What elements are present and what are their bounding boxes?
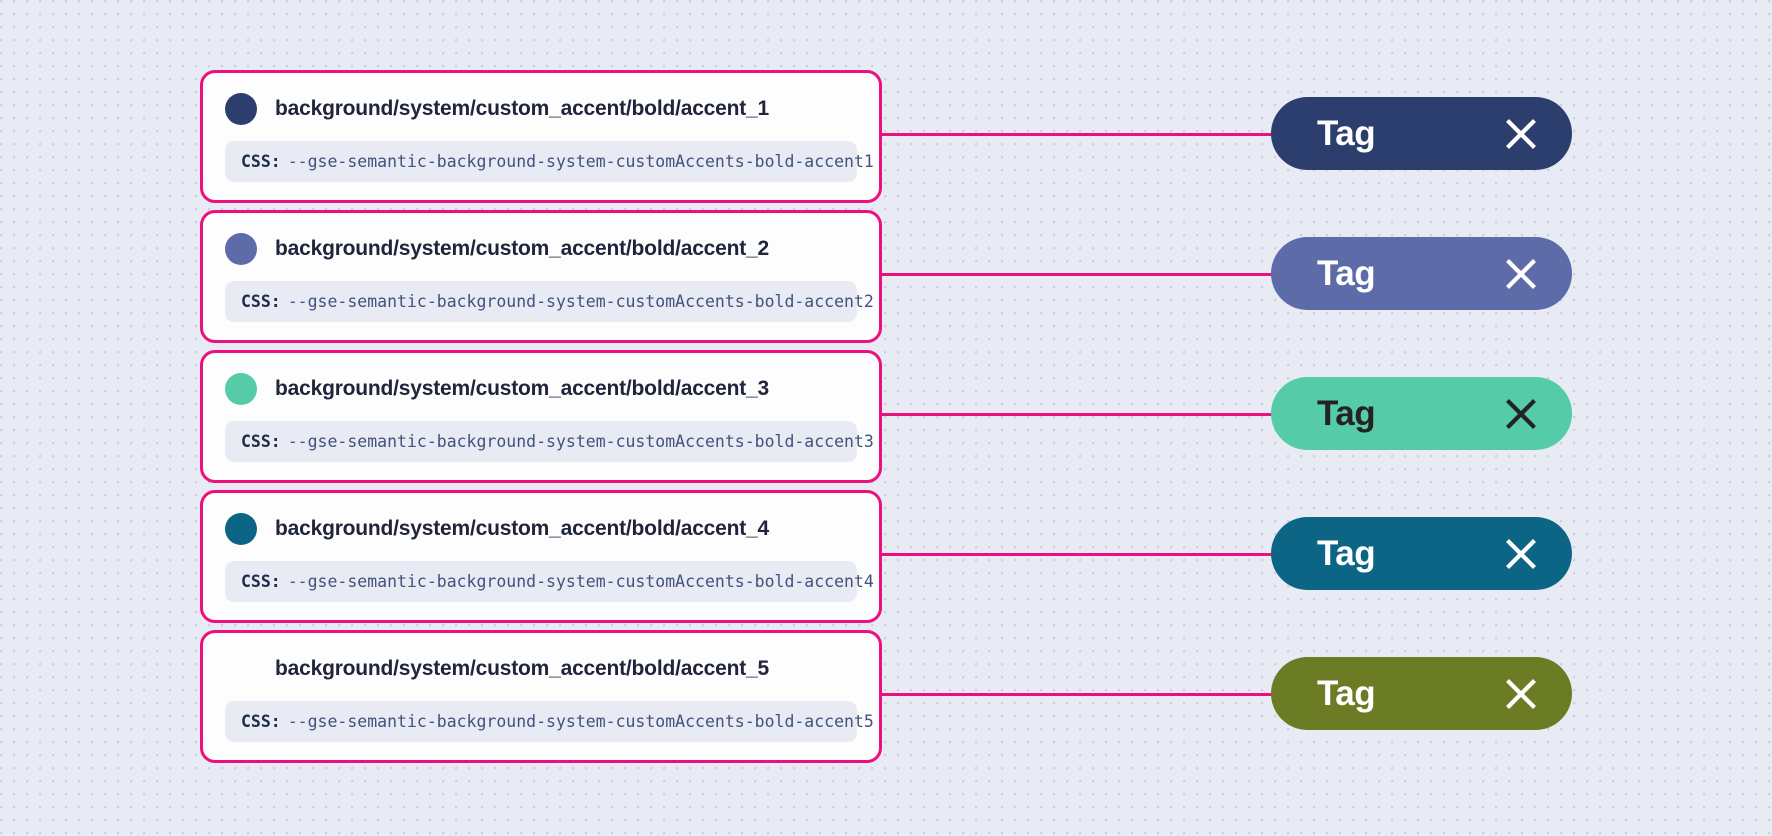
tag-slot: Tag: [1271, 517, 1572, 657]
close-icon[interactable]: [1504, 117, 1538, 151]
token-name: background/system/custom_accent/bold/acc…: [275, 97, 770, 120]
tag-chip[interactable]: Tag: [1271, 517, 1572, 590]
token-card-header: background/system/custom_accent/bold/acc…: [225, 653, 857, 685]
tag-chip[interactable]: Tag: [1271, 237, 1572, 310]
tag-slot: Tag: [1271, 237, 1572, 377]
css-prefix-label: CSS:: [241, 572, 281, 591]
tag-label: Tag: [1317, 394, 1376, 433]
tag-chip[interactable]: Tag: [1271, 657, 1572, 730]
css-variable-box[interactable]: CSS: --gse-semantic-background-system-cus…: [225, 701, 874, 742]
css-variable-box[interactable]: CSS: --gse-semantic-background-system-cus…: [225, 421, 874, 462]
token-name: background/system/custom_accent/bold/acc…: [275, 657, 770, 680]
tag-label: Tag: [1317, 254, 1376, 293]
token-card-list: background/system/custom_accent/bold/acc…: [200, 70, 882, 770]
token-card-header: background/system/custom_accent/bold/acc…: [225, 373, 857, 405]
token-card[interactable]: background/system/custom_accent/bold/acc…: [200, 630, 882, 763]
color-swatch-icon: [225, 233, 257, 265]
close-icon[interactable]: [1504, 677, 1538, 711]
color-swatch-icon: [225, 93, 257, 125]
css-variable-value: --gse-semantic-background-system-customA…: [287, 432, 874, 451]
token-card[interactable]: background/system/custom_accent/bold/acc…: [200, 350, 882, 483]
color-swatch-icon: [225, 653, 257, 685]
close-icon[interactable]: [1504, 397, 1538, 431]
connector-line: [882, 133, 1279, 136]
token-card-header: background/system/custom_accent/bold/acc…: [225, 233, 857, 265]
css-prefix-label: CSS:: [241, 712, 281, 731]
css-variable-box[interactable]: CSS: --gse-semantic-background-system-cus…: [225, 561, 874, 602]
token-name: background/system/custom_accent/bold/acc…: [275, 517, 770, 540]
token-name: background/system/custom_accent/bold/acc…: [275, 377, 770, 400]
token-card[interactable]: background/system/custom_accent/bold/acc…: [200, 70, 882, 203]
css-variable-value: --gse-semantic-background-system-customA…: [287, 152, 874, 171]
connector-line: [882, 273, 1279, 276]
tag-chip[interactable]: Tag: [1271, 97, 1572, 170]
tag-chip[interactable]: Tag: [1271, 377, 1572, 450]
css-variable-value: --gse-semantic-background-system-customA…: [287, 572, 874, 591]
token-card[interactable]: background/system/custom_accent/bold/acc…: [200, 490, 882, 623]
token-card-header: background/system/custom_accent/bold/acc…: [225, 513, 857, 545]
color-swatch-icon: [225, 373, 257, 405]
css-prefix-label: CSS:: [241, 432, 281, 451]
connector-line: [882, 413, 1279, 416]
css-prefix-label: CSS:: [241, 292, 281, 311]
connector-line: [882, 553, 1279, 556]
token-name: background/system/custom_accent/bold/acc…: [275, 237, 770, 260]
token-card-header: background/system/custom_accent/bold/acc…: [225, 93, 857, 125]
tag-slot: Tag: [1271, 657, 1572, 797]
tag-slot: Tag: [1271, 377, 1572, 517]
css-variable-box[interactable]: CSS: --gse-semantic-background-system-cus…: [225, 141, 874, 182]
css-variable-box[interactable]: CSS: --gse-semantic-background-system-cus…: [225, 281, 874, 322]
token-card[interactable]: background/system/custom_accent/bold/acc…: [200, 210, 882, 343]
color-swatch-icon: [225, 513, 257, 545]
close-icon[interactable]: [1504, 537, 1538, 571]
tag-slot: Tag: [1271, 97, 1572, 237]
css-prefix-label: CSS:: [241, 152, 281, 171]
close-icon[interactable]: [1504, 257, 1538, 291]
tag-label: Tag: [1317, 674, 1376, 713]
css-variable-value: --gse-semantic-background-system-customA…: [287, 712, 874, 731]
tag-label: Tag: [1317, 534, 1376, 573]
connector-line: [882, 693, 1279, 696]
css-variable-value: --gse-semantic-background-system-customA…: [287, 292, 874, 311]
tag-label: Tag: [1317, 114, 1376, 153]
